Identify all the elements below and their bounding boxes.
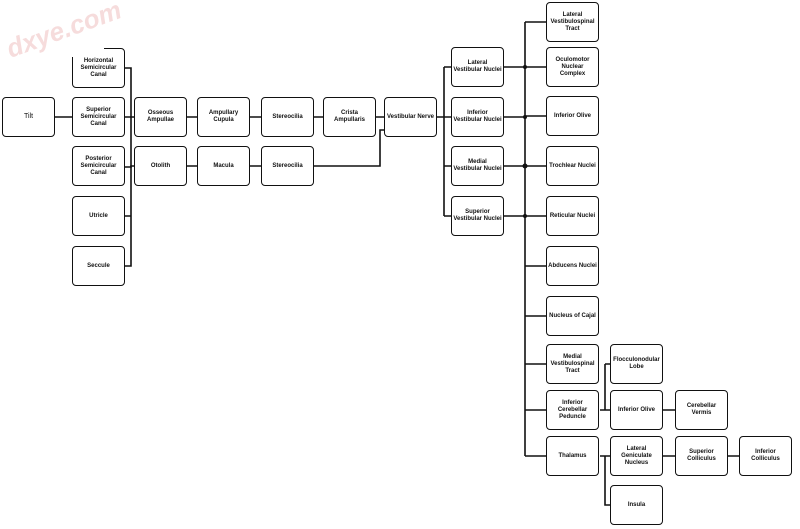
node-lateral-vestibulospinal-tract: Lateral Vestibulospinal Tract <box>546 2 599 42</box>
node-cerebellar-vermis: Cerebellar Vermis <box>675 390 728 430</box>
node-osseous-ampullae: Osseous Ampullae <box>134 97 187 137</box>
node-lateral-vestibular-nuclei: Lateral Vestibular Nuclei <box>451 47 504 87</box>
node-posterior-semicircular-canal: Posterior Semicircular Canal <box>72 146 125 186</box>
node-insula: Insula <box>610 485 663 525</box>
node-otolith: Otolith <box>134 146 187 186</box>
node-superior-vestibular-nuclei: Superior Vestibular Nuclei <box>451 196 504 236</box>
node-stereocilia: Stereocilia <box>261 97 314 137</box>
node-superior-semicircular-canal: Superior Semicircular Canal <box>72 97 125 137</box>
node-trochlear-nuclei: Trochlear Nuclei <box>546 146 599 186</box>
node-inferior-olive: Inferior Olive <box>546 96 599 136</box>
node-nucleus-of-cajal: Nucleus of Cajal <box>546 296 599 336</box>
node-medial-vestibulospinal-tract: Medial Vestibulospinal Tract <box>546 344 599 384</box>
overlap-cover <box>70 45 104 57</box>
node-inferior-colliculus: Inferior Colliculus <box>739 436 792 476</box>
node-oculomotor-nuclear-complex: Oculomotor Nuclear Complex <box>546 47 599 87</box>
node-stereocilia: Stereocilia <box>261 146 314 186</box>
node-inferior-vestibular-nuclei: Inferior Vestibular Nuclei <box>451 97 504 137</box>
node-flocculonodular-lobe: Flocculonodular Lobe <box>610 344 663 384</box>
node-lateral-geniculate-nucleus: Lateral Geniculate Nucleus <box>610 436 663 476</box>
node-vestibular-nerve: Vestibular Nerve <box>384 97 437 137</box>
node-inferior-cerebellar-peduncle: Inferior Cerebellar Peduncle <box>546 390 599 430</box>
node-utricle: Utricle <box>72 196 125 236</box>
node-abducens-nuclei: Abducens Nuclei <box>546 246 599 286</box>
node-crista-ampullaris: Crista Ampullaris <box>323 97 376 137</box>
node-superior-colliculus: Superior Colliculus <box>675 436 728 476</box>
node-reticular-nuclei: Reticular Nuclei <box>546 196 599 236</box>
node-macula: Macula <box>197 146 250 186</box>
node-medial-vestibular-nuclei: Medial Vestibular Nuclei <box>451 146 504 186</box>
node-thalamus: Thalamus <box>546 436 599 476</box>
node-tilt: Tilt <box>2 97 55 137</box>
node-ampullary-cupula: Ampullary Cupula <box>197 97 250 137</box>
node-inferior-olive-2: Inferior Olive <box>610 390 663 430</box>
node-seccule: Seccule <box>72 246 125 286</box>
